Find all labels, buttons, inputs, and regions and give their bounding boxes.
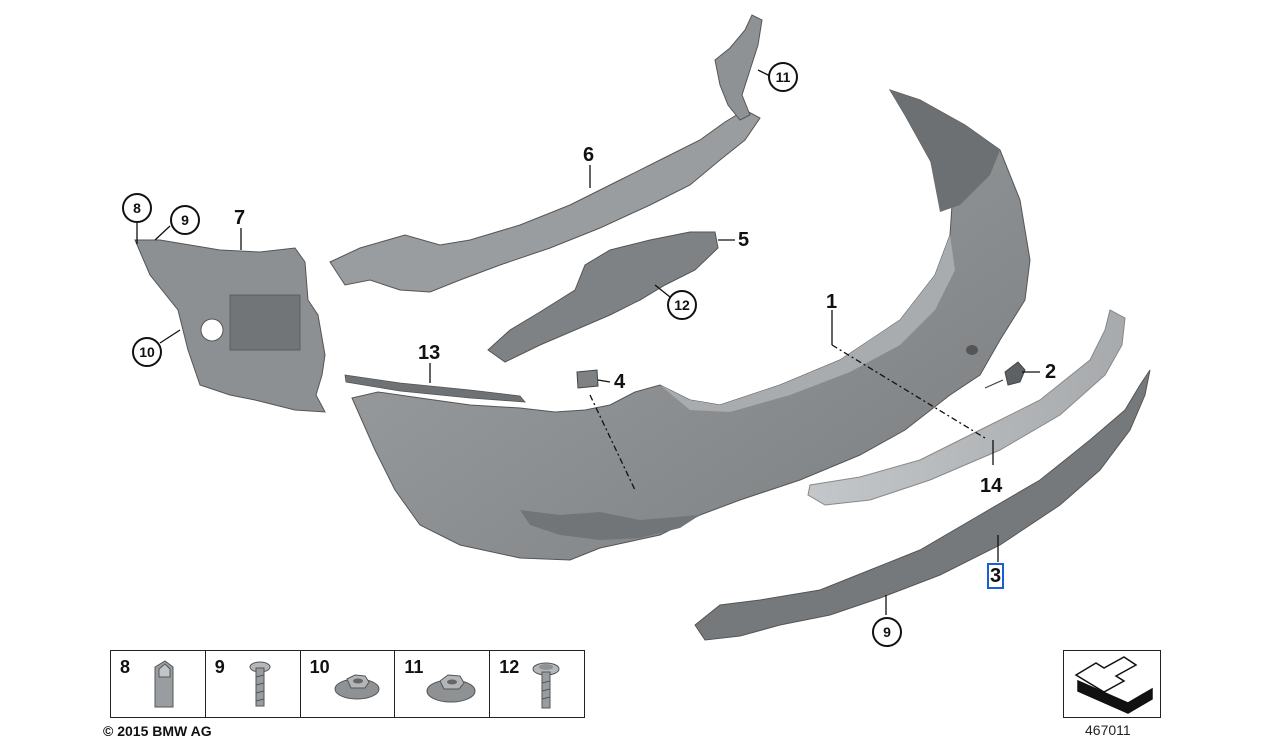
callout-11: 11	[768, 62, 798, 92]
absorber-part-5	[487, 231, 719, 363]
callout-9-diffuser: 9	[872, 617, 902, 647]
callout-5: 5	[738, 229, 750, 251]
carrier-part-6	[329, 14, 763, 293]
bumper-panel-part-1	[351, 89, 1031, 561]
callout-1: 1	[826, 291, 838, 313]
callout-8: 8	[122, 193, 152, 223]
legend-cell-10: 10	[301, 651, 396, 717]
screw-icon	[249, 661, 271, 707]
legend-number-8: 8	[120, 657, 131, 677]
clip-part-4	[576, 369, 599, 389]
diffuser-part-3	[694, 369, 1151, 641]
fastener-legend: 8 9 10 11 12	[110, 650, 585, 718]
legend-number-12: 12	[499, 657, 520, 677]
legend-cell-8: 8	[111, 651, 206, 717]
copyright-text: © 2015 BMW AG	[103, 723, 212, 739]
callout-13: 13	[418, 342, 441, 364]
trim-strip-part-13	[344, 374, 526, 403]
legend-cell-12: 12	[490, 651, 584, 717]
legend-number-10: 10	[309, 657, 330, 677]
callout-14: 14	[980, 475, 1003, 497]
callout-10: 10	[132, 337, 162, 367]
callout-3[interactable]: 3	[986, 563, 1005, 589]
image-number: 467011	[1085, 722, 1131, 738]
legend-number-11: 11	[404, 657, 424, 677]
legend-cell-11: 11	[395, 651, 491, 717]
bracket-part-7	[134, 239, 326, 413]
legend-number-9: 9	[214, 657, 225, 677]
callout-4: 4	[614, 371, 626, 393]
direction-arrow-icon	[1074, 656, 1153, 714]
callout-9-bracket: 9	[170, 205, 200, 235]
callout-12: 12	[667, 290, 697, 320]
bolt-icon	[532, 662, 560, 709]
legend-cell-9: 9	[206, 651, 301, 717]
orientation-indicator	[1063, 650, 1161, 718]
callout-6: 6	[583, 144, 595, 166]
cap-part-2	[984, 361, 1026, 389]
trim-strip-part-14	[807, 309, 1126, 506]
callout-2: 2	[1045, 361, 1057, 383]
flange-nut-icon	[426, 674, 476, 703]
leader-lines	[136, 69, 1040, 615]
hex-nut-icon	[334, 674, 380, 700]
callout-7: 7	[234, 207, 246, 229]
clip-nut-icon	[154, 660, 174, 708]
